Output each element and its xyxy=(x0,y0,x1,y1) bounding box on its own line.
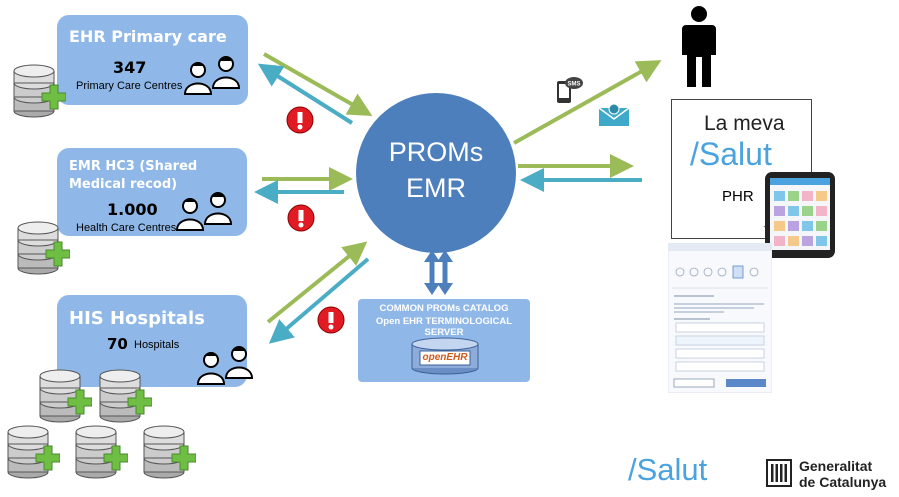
database-icon xyxy=(99,369,152,423)
his-count: 70 xyxy=(107,335,128,353)
database-icon xyxy=(39,369,92,423)
his-subtitle: Hospitals xyxy=(134,339,180,351)
bidirectional-arrow-icon xyxy=(424,250,453,295)
emr-hc3-count: 1.000 xyxy=(107,200,158,219)
common-proms-catalog-box: COMMON PROMs CATALOG Open EHR TERMINOLOG… xyxy=(358,299,530,382)
his-title: HIS Hospitals xyxy=(69,308,205,329)
emr-hc3-title-line1: EMR HC3 (Shared xyxy=(69,159,198,174)
doctors-icon xyxy=(196,346,254,385)
openehr-database-icon xyxy=(411,337,479,375)
ehr-primary-count: 347 xyxy=(113,58,147,77)
emr-hc3-title-line2: Medical recod) xyxy=(69,177,178,192)
tablet-icon xyxy=(765,172,835,258)
openehr-logo: openEHR xyxy=(422,352,468,363)
sms-phone-icon: SMS xyxy=(557,77,583,103)
alert-icon xyxy=(286,106,314,134)
catalog-subtitle: Open EHR TERMINOLOGICAL SERVER xyxy=(375,316,513,338)
arrow-primary-to-emr xyxy=(263,52,373,116)
proms-emr-circle: PROMs EMR xyxy=(356,93,516,253)
database-icon xyxy=(143,425,196,479)
arrow-emr-to-person xyxy=(513,60,662,145)
arrow-his-to-emr xyxy=(266,241,368,324)
database-icon xyxy=(7,425,60,479)
email-icon xyxy=(598,103,630,126)
ehr-primary-care-box xyxy=(57,15,248,105)
emr-hc3-subtitle: Health Care Centres xyxy=(76,222,177,234)
sms-label: SMS xyxy=(567,82,580,88)
la-meva-label: La meva xyxy=(704,112,785,135)
proms-emr-line2: EMR xyxy=(406,173,466,203)
arrow-emr-to-primary xyxy=(257,63,354,125)
proms-emr-line1: PROMs xyxy=(388,137,484,167)
proms-form-screenshot xyxy=(668,243,772,393)
database-icon xyxy=(75,425,128,479)
phr-label: PHR xyxy=(722,188,754,205)
doctors-icon xyxy=(175,192,233,231)
generalitat-logo-icon xyxy=(766,459,792,487)
alert-icon xyxy=(287,204,315,232)
person-icon xyxy=(682,6,716,87)
arrow-emr-to-his xyxy=(268,257,370,344)
his-hospitals-box xyxy=(57,295,247,387)
salut-logo-text: /Salut xyxy=(690,136,772,172)
database-icon xyxy=(13,64,66,118)
alert-icon xyxy=(317,306,345,334)
catalog-title: COMMON PROMs CATALOG xyxy=(379,303,509,314)
footer-salut-logo: /Salut xyxy=(628,452,708,487)
ehr-primary-subtitle: Primary Care Centres xyxy=(76,80,183,92)
la-meva-salut-box: La meva /Salut PHR _ xyxy=(671,99,812,239)
generalitat-line1: Generalitat xyxy=(799,458,873,474)
doctors-icon xyxy=(183,56,241,95)
database-icon xyxy=(17,221,70,275)
ehr-primary-title: EHR Primary care xyxy=(69,27,227,46)
generalitat-line2: de Catalunya xyxy=(799,474,887,490)
